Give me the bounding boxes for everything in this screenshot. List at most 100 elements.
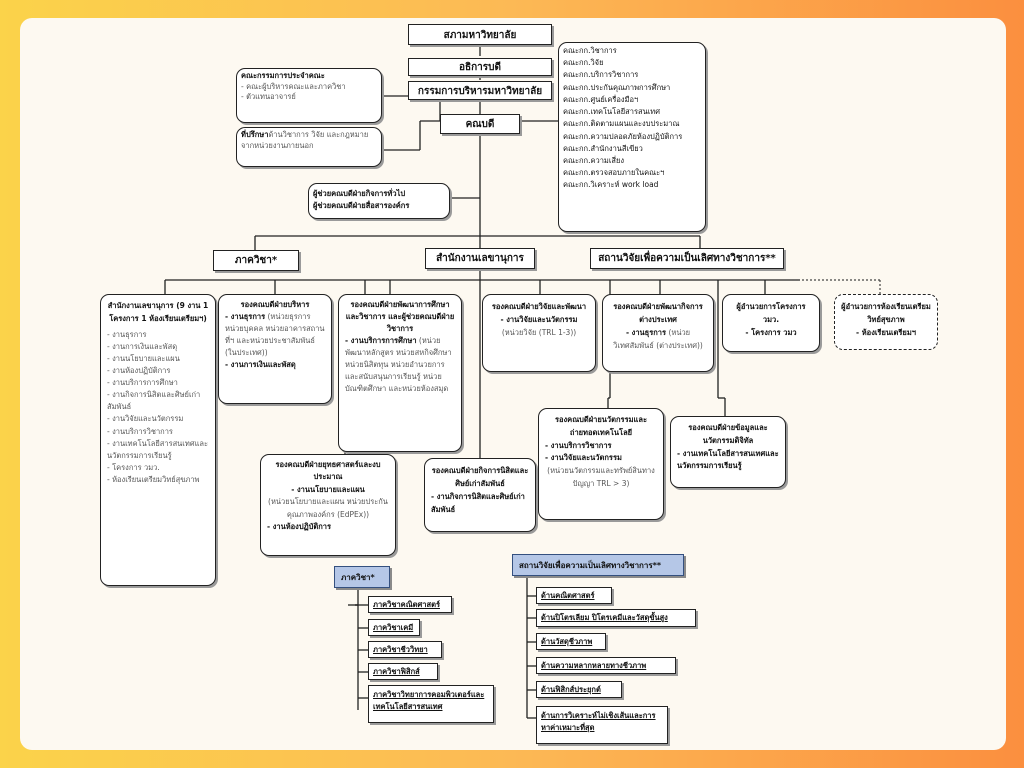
committee-item: คณะกก.เทคโนโลยีสารสนเทศ (563, 107, 660, 117)
classroom-director-title: ผู้อำนวยการห้องเรียนเตรียมวิทย์สุขภาพ (841, 302, 931, 325)
office-task-item: - งานวิจัยและนวัตกรรม (107, 414, 184, 424)
institute-item-label: ด้านการวิเคราะห์ไม่เชิงเส้นและการหาค่าเห… (541, 711, 656, 732)
committee-item: คณะกก.ความปลอดภัยห้องปฏิบัติการ (563, 131, 683, 141)
strategy-deputy-units: (หน่วยนโยบายและแผน หน่วยประกันคุณภาพองค์… (268, 497, 388, 519)
org-chart-canvas: สภามหาวิทยาลัย อธิการบดี กรรมการบริหารมห… (20, 18, 1006, 750)
department-item: ภาควิชาชีววิทยา (368, 641, 442, 658)
institute-item: ด้านปิโตรเลียม ปิโตรเคมีและวัสดุขั้นสูง (536, 609, 696, 627)
committee-item: คณะกก.ประกันคุณภาพการศึกษา (563, 82, 671, 92)
advisors-box: ที่ปรึกษาด้านวิชาการ วิจัย และกฎหมายจากห… (236, 127, 382, 167)
office-box: สำนักงานเลขานุการ (9 งาน 1 โครงการ 1 ห้อ… (100, 294, 216, 586)
department-item: ภาควิชาเคมี (368, 619, 420, 636)
international-deputy-units: (หน่วยวิเทศสัมพันธ์ (ต่างประเทศ)) (613, 328, 703, 351)
department-item-label: ภาควิชาวิทยาการคอมพิวเตอร์และเทคโนโลยีสา… (373, 690, 485, 711)
committee-item: คณะกก.ติดตามแผนและงบประมาณ (563, 119, 680, 129)
classroom-director-task: - ห้องเรียนเตรียมฯ (856, 328, 916, 338)
institute-item: ด้านคณิตศาสตร์ (536, 587, 612, 604)
office-task-item: - งานนโยบายและแผน (107, 353, 180, 363)
university-council-box: สภามหาวิทยาลัย (408, 24, 552, 45)
research-deputy-units: (หน่วยวิจัย (TRL 1-3)) (501, 328, 577, 338)
strategy-deputy-task: - งานห้องปฏิบัติการ (267, 521, 332, 531)
president-box: อธิการบดี (408, 58, 552, 76)
departments-label: ภาควิชา* (234, 255, 278, 266)
department-item: ภาควิชาวิทยาการคอมพิวเตอร์และเทคโนโลยีสา… (368, 685, 494, 723)
student-deputy-title: รองคณบดีฝ่ายกิจการนิสิตและศิษย์เก่าสัมพั… (431, 466, 529, 489)
office-task-item: - โครงการ วมว. (107, 463, 160, 473)
secretariat-label: สำนักงานเลขานุการ (436, 253, 524, 264)
international-deputy-task: - งานธุรการ (625, 328, 667, 338)
admin-deputy-task: - งานการเงินและพัสดุ (225, 360, 296, 369)
department-item-label: ภาควิชาเคมี (373, 622, 414, 632)
university-council-label: สภามหาวิทยาลัย (443, 30, 517, 41)
institute-item: ด้านฟิสิกส์ประยุกต์ (536, 681, 622, 698)
institute-list-header: สถานวิจัยเพื่อความเป็นเลิศทางวิชาการ** (512, 554, 684, 576)
classroom-director-box: ผู้อำนวยการห้องเรียนเตรียมวิทย์สุขภาพ - … (834, 294, 938, 350)
strategy-deputy-box: รองคณบดีฝ่ายยุทธศาสตร์และงบประมาณ - งานน… (260, 454, 396, 556)
departments-list-header: ภาควิชา* (334, 566, 390, 588)
advisors-title: ที่ปรึกษา (241, 130, 269, 139)
office-task-item: - งานบริการวิชาการ (107, 426, 173, 436)
institute-item-label: ด้านความหลากหลายทางชีวภาพ (541, 660, 647, 670)
strategy-deputy-title: รองคณบดีฝ่ายยุทธศาสตร์และงบประมาณ (275, 460, 381, 482)
research-deputy-task: - งานวิจัยและนวัตกรรม (500, 315, 578, 325)
committee-item: คณะกก.วิจัย (563, 58, 604, 68)
advisors-text: ด้านวิชาการ วิจัย และกฎหมายจากหน่วยงานภา… (241, 130, 369, 150)
institute-item: ด้านวัสดุชีวภาพ (536, 633, 606, 650)
department-item-label: ภาควิชาคณิตศาสตร์ (373, 599, 440, 609)
admin-deputy-title: รองคณบดีฝ่ายบริหาร (240, 300, 310, 309)
academic-deputy-title: รองคณบดีฝ่ายพัฒนาการศึกษาและวิชาการ และผ… (345, 300, 455, 333)
innovation-deputy-title: รองคณบดีฝ่ายนวัตกรรมและถ่ายทอดเทคโนโลยี (554, 415, 647, 437)
institute-item: ด้านการวิเคราะห์ไม่เชิงเส้นและการหาค่าเห… (536, 706, 668, 744)
assistant-deans-box: ผู้ช่วยคณบดีฝ่ายกิจการทั่วไป ผู้ช่วยคณบด… (308, 183, 450, 219)
department-item-label: ภาควิชาฟิสิกส์ (373, 666, 420, 676)
office-task-item: - งานบริการการศึกษา (107, 378, 178, 388)
committees-box: คณะกก.วิชาการคณะกก.วิจัยคณะกก.บริการวิชา… (558, 42, 706, 232)
faculty-committee-box: คณะกรรมการประจำคณะ - คณะผู้บริหารคณะและภ… (236, 68, 382, 123)
office-task-item: - งานเทคโนโลยีสารสนเทศและนวัตกรรมการเรีย… (107, 438, 209, 460)
departments-box: ภาควิชา* (213, 250, 299, 271)
faculty-committee-item: - ตัวแทนอาจารย์ (241, 92, 296, 102)
project-director-box: ผู้อำนวยการโครงการ วมว. - โครงการ วมว (722, 294, 820, 352)
department-item: ภาควิชาคณิตศาสตร์ (368, 596, 452, 613)
student-deputy-task: - งานกิจการนิสิตและศิษย์เก่าสัมพันธ์ (431, 492, 525, 515)
institute-list-header-label: สถานวิจัยเพื่อความเป็นเลิศทางวิชาการ** (519, 560, 662, 570)
innovation-deputy-units: (หน่วยนวัตกรรมและทรัพย์สินทางปัญญา TRL >… (547, 466, 655, 488)
connector-lines (164, 46, 881, 719)
innovation-deputy-task: - งานวิจัยและนวัตกรรม (545, 453, 622, 463)
admin-deputy-units: (หน่วยธุรการ หน่วยบุคคล หน่วยอาคารสถานที… (225, 312, 325, 357)
admin-deputy-box: รองคณบดีฝ่ายบริหาร - งานธุรการ (หน่วยธุร… (218, 294, 332, 404)
institute-item: ด้านความหลากหลายทางชีวภาพ (536, 657, 676, 674)
departments-list-header-label: ภาควิชา* (341, 572, 375, 582)
student-deputy-box: รองคณบดีฝ่ายกิจการนิสิตและศิษย์เก่าสัมพั… (424, 458, 536, 532)
office-task-item: - งานธุรการ (107, 329, 147, 339)
digital-deputy-title: รองคณบดีฝ่ายข้อมูลและนวัตกรรมดิจิทัล (688, 423, 768, 445)
committee-item: คณะกก.วิเคราะห์ work load (563, 180, 659, 190)
strategy-deputy-task: - งานนโยบายและแผน (291, 484, 365, 494)
dean-label: คณบดี (465, 119, 495, 130)
assistant-dean-general: ผู้ช่วยคณบดีฝ่ายกิจการทั่วไป (313, 189, 406, 198)
institute-item-label: ด้านคณิตศาสตร์ (541, 590, 595, 600)
international-deputy-title: รองคณบดีฝ่ายพัฒนากิจการต่างประเทศ (613, 302, 703, 325)
digital-deputy-task: - งานเทคโนโลยีสารสนเทศและนวัตกรรมการเรีย… (677, 448, 779, 471)
research-institute-box: สถานวิจัยเพื่อความเป็นเลิศทางวิชาการ** (590, 248, 784, 269)
institute-item-label: ด้านฟิสิกส์ประยุกต์ (541, 684, 601, 694)
admin-deputy-task: - งานธุรการ (225, 312, 266, 321)
committee-item: คณะกก.ตรวจสอบภายในคณะฯ (563, 168, 665, 178)
dean-box: คณบดี (440, 114, 520, 134)
institute-item-label: ด้านวัสดุชีวภาพ (541, 636, 593, 646)
innovation-deputy-box: รองคณบดีฝ่ายนวัตกรรมและถ่ายทอดเทคโนโลยี … (538, 408, 664, 520)
department-item: ภาควิชาฟิสิกส์ (368, 663, 438, 680)
office-task-item: - งานกิจการนิสิตและศิษย์เก่าสัมพันธ์ (107, 390, 201, 412)
committee-item: คณะกก.สำนักงานสีเขียว (563, 143, 643, 153)
committee-item: คณะกก.บริการวิชาการ (563, 70, 639, 80)
committee-item: คณะกก.ความเสี่ยง (563, 155, 625, 165)
academic-deputy-units: (หน่วยพัฒนาหลักสูตร หน่วยสหกิจศึกษา หน่ว… (345, 336, 452, 393)
project-director-task: - โครงการ วมว (745, 328, 797, 338)
department-item-label: ภาควิชาชีววิทยา (373, 644, 428, 654)
innovation-deputy-task: - งานบริการวิชาการ (545, 440, 612, 450)
research-deputy-box: รองคณบดีฝ่ายวิจัยและพัฒนา - งานวิจัยและน… (482, 294, 596, 372)
office-task-item: - งานการเงินและพัสดุ (107, 341, 178, 351)
executive-board-label: กรรมการบริหารมหาวิทยาลัย (417, 86, 543, 97)
faculty-committee-item: - คณะผู้บริหารคณะและภาควิชา (241, 81, 346, 91)
office-title: สำนักงานเลขานุการ (9 งาน 1 โครงการ 1 ห้อ… (107, 301, 209, 323)
